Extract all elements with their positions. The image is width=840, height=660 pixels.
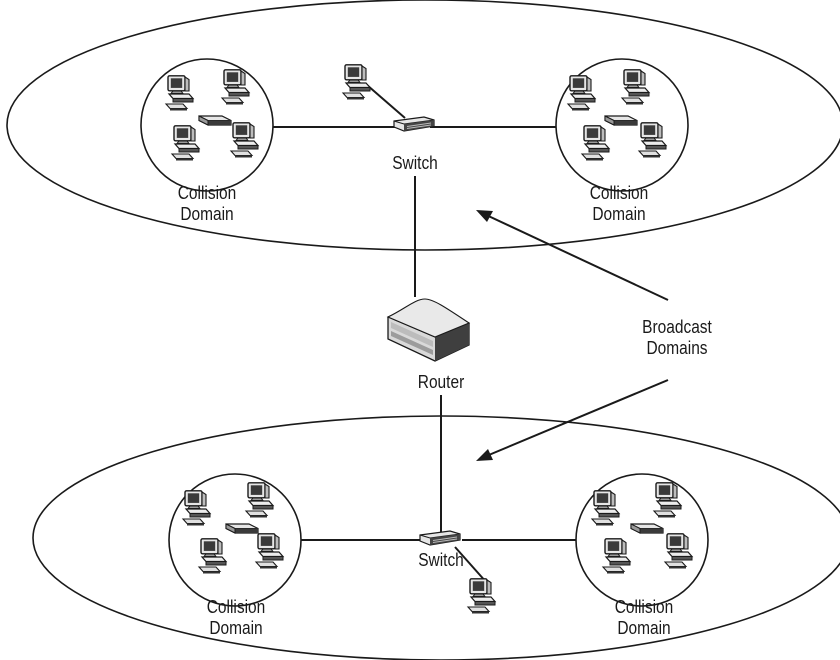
collision-label-line2: Domain	[209, 618, 263, 638]
collision-label-line1: Collision	[614, 597, 674, 617]
collision-domain-label-top-left: Collision Domain	[155, 183, 258, 225]
pc-icon	[581, 125, 610, 162]
collision-domain-devices-bottom-left	[182, 482, 284, 575]
pc-icon	[602, 538, 631, 575]
collision-domain-devices-top-right	[567, 69, 667, 162]
pc-icon	[221, 69, 250, 106]
pc-icon	[165, 75, 194, 112]
broadcast-arrows	[476, 210, 669, 461]
pc-icon	[567, 75, 596, 112]
collision-label-line1: Collision	[589, 183, 649, 203]
hub-icon	[198, 115, 232, 126]
collision-domain-label-bottom-right: Collision Domain	[592, 597, 695, 639]
collision-label-line2: Domain	[617, 618, 671, 638]
pc-icon	[638, 122, 667, 159]
pc-icon-bottom-switch	[467, 578, 496, 615]
collision-label-line1: Collision	[177, 183, 237, 203]
wires	[273, 84, 576, 584]
switch-top-label: Switch	[392, 153, 438, 173]
collision-domain-label-bottom-left: Collision Domain	[184, 597, 287, 639]
pc-icon	[245, 482, 274, 519]
pc-icon	[621, 69, 650, 106]
pc-icon	[664, 533, 693, 570]
router-icon	[386, 298, 471, 362]
switch-bottom-label: Switch	[418, 550, 464, 570]
collision-domain-devices-top-left	[165, 69, 259, 162]
hub-icon	[630, 523, 664, 534]
switch-bottom-icon	[419, 530, 461, 546]
hub-icon	[225, 523, 259, 534]
pc-icon-top-switch	[342, 64, 371, 101]
broadcast-domains-label-line2: Domains	[646, 338, 708, 358]
broadcast-domains-label-line1: Broadcast	[642, 317, 712, 337]
pc-icon	[230, 122, 259, 159]
collision-domain-label-top-right: Collision Domain	[567, 183, 670, 225]
pc-icon	[182, 490, 211, 527]
pc-icon	[255, 533, 284, 570]
collision-label-line2: Domain	[180, 204, 234, 224]
router-label: Router	[417, 372, 465, 392]
pc-icon	[198, 538, 227, 575]
collision-label-line1: Collision	[206, 597, 266, 617]
hub-icon	[604, 115, 638, 126]
collision-label-line2: Domain	[592, 204, 646, 224]
collision-domain-circle-top-right	[555, 58, 689, 192]
collision-domain-circle-top-left	[140, 58, 274, 192]
switch-top-icon	[393, 116, 435, 132]
pc-icon	[653, 482, 682, 519]
pc-icon	[591, 490, 620, 527]
broadcast-domains-label: Broadcast Domains	[625, 317, 728, 359]
pc-icon	[171, 125, 200, 162]
broadcast-domain-top-ellipse	[6, 0, 840, 251]
collision-domain-devices-bottom-right	[591, 482, 693, 575]
